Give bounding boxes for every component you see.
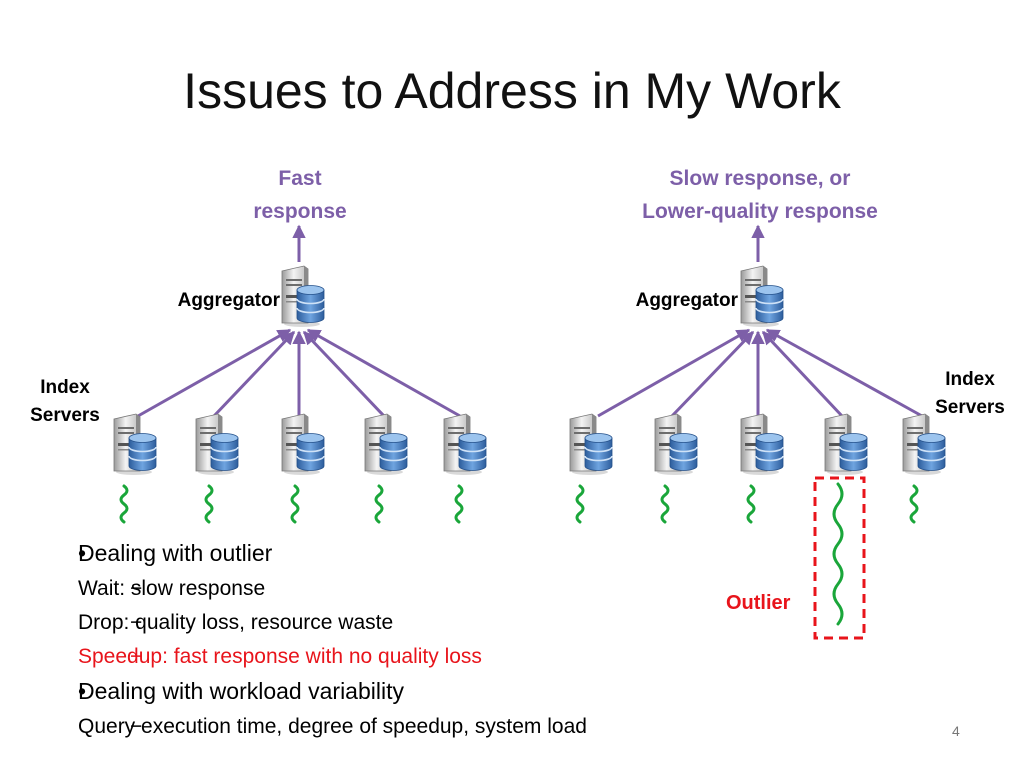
latency-wave-icon: [575, 484, 585, 524]
bullet-item: • Dealing with outlier: [78, 536, 587, 572]
right-response-line-1: Slow response, or: [669, 167, 851, 190]
sub-bullet-item: − Drop: quality loss, resource waste: [78, 606, 587, 640]
bullet-list: • Dealing with outlier − Wait: slow resp…: [78, 536, 587, 744]
left-response-line-1: Fast: [278, 167, 322, 190]
left-index-server-1-icon: [113, 413, 157, 475]
dash-marker: −: [130, 715, 143, 738]
right-index-servers-label: Index Servers: [925, 366, 1015, 422]
dash-marker: −: [130, 577, 143, 600]
bullet-item: • Dealing with workload variability: [78, 674, 587, 710]
left-index-label-line-1: Index: [40, 377, 90, 398]
bullet-text: Dealing with workload variability: [78, 678, 404, 704]
latency-wave-icon: [454, 484, 464, 524]
dash-marker: −: [130, 611, 143, 634]
dash-marker: −: [130, 645, 143, 668]
sub-bullet-item: − Wait: slow response: [78, 572, 587, 606]
outlier-highlight-box: [813, 476, 866, 640]
page-number: 4: [952, 723, 960, 739]
sub-bullet-item: − Query execution time, degree of speedu…: [78, 710, 587, 744]
latency-wave-icon: [204, 484, 214, 524]
latency-wave-icon: [374, 484, 384, 524]
sub-bullet-item-highlighted: − Speedup: fast response with no quality…: [78, 640, 587, 674]
left-fanin-arrows: [137, 328, 461, 418]
right-index-server-2-icon: [654, 413, 698, 475]
right-index-server-1-icon: [569, 413, 613, 475]
left-index-server-3-icon: [281, 413, 325, 475]
latency-wave-icon: [660, 484, 670, 524]
outlier-latency-wave-icon: [832, 482, 844, 626]
right-index-label-line-1: Index: [945, 369, 995, 390]
right-index-server-4-icon: [824, 413, 868, 475]
latency-wave-icon: [746, 484, 756, 524]
left-index-servers-label: Index Servers: [20, 374, 110, 430]
latency-wave-icon: [909, 484, 919, 524]
left-index-label-line-2: Servers: [30, 405, 100, 426]
sub-bullet-text: Drop: quality loss, resource waste: [78, 611, 394, 634]
left-index-server-2-icon: [195, 413, 239, 475]
right-aggregator-server-icon: [740, 265, 784, 327]
outlier-label: Outlier: [726, 592, 791, 614]
bullet-text: Dealing with outlier: [78, 540, 273, 566]
bullet-marker: •: [78, 678, 87, 704]
sub-bullet-text: Wait: slow response: [78, 577, 266, 600]
right-index-label-line-2: Servers: [935, 397, 1005, 418]
left-aggregator-label: Aggregator: [177, 290, 280, 311]
right-fanin-arrows: [597, 328, 923, 418]
left-aggregator-server-icon: [281, 265, 325, 327]
right-response-line-2: Lower-quality response: [642, 200, 878, 223]
latency-wave-icon: [119, 484, 129, 524]
right-index-server-3-icon: [740, 413, 784, 475]
sub-bullet-text: Query execution time, degree of speedup,…: [78, 715, 587, 738]
left-response-label: Fast response: [200, 162, 400, 228]
latency-wave-icon: [290, 484, 300, 524]
left-index-server-4-icon: [364, 413, 408, 475]
left-index-server-5-icon: [443, 413, 487, 475]
right-aggregator-label: Aggregator: [635, 290, 738, 311]
right-response-label: Slow response, or Lower-quality response: [590, 162, 930, 228]
left-response-line-2: response: [253, 200, 347, 223]
slide-title: Issues to Address in My Work: [183, 63, 841, 119]
right-index-server-5-icon: [902, 413, 946, 475]
sub-bullet-text: Speedup: fast response with no quality l…: [78, 645, 482, 668]
bullet-marker: •: [78, 540, 87, 566]
